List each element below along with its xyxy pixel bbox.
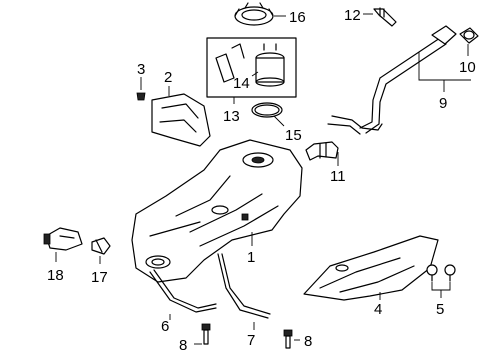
vent-valve-part bbox=[373, 7, 397, 27]
callout-8-left: 8 bbox=[179, 337, 187, 354]
callout-18: 18 bbox=[47, 267, 64, 284]
lock-ring-part bbox=[234, 2, 274, 26]
callout-10: 10 bbox=[459, 59, 476, 76]
callout-2: 2 bbox=[164, 69, 172, 86]
callout-12: 12 bbox=[344, 7, 361, 24]
bolt-part bbox=[283, 329, 293, 349]
callout-1: 1 bbox=[247, 249, 255, 266]
callout-4: 4 bbox=[374, 301, 382, 318]
bolt-part bbox=[201, 323, 211, 345]
callout-16: 16 bbox=[289, 9, 306, 26]
fuel-pump-part bbox=[215, 43, 285, 87]
callout-9: 9 bbox=[439, 95, 447, 112]
callout-6: 6 bbox=[161, 318, 169, 335]
callout-17: 17 bbox=[91, 269, 108, 286]
seal-ring-part bbox=[251, 102, 283, 118]
callout-13: 13 bbox=[223, 108, 240, 125]
fuel-tank-part bbox=[131, 139, 303, 283]
filler-cap-part bbox=[459, 27, 479, 44]
strap-6-part bbox=[149, 271, 217, 313]
callout-7: 7 bbox=[247, 332, 255, 349]
heat-shield-part bbox=[151, 93, 211, 147]
filler-hose-part bbox=[305, 141, 339, 161]
bracket-17-part bbox=[91, 237, 111, 255]
clip-part bbox=[136, 92, 146, 101]
callout-11: 11 bbox=[330, 168, 346, 185]
lower-heat-shield-part bbox=[303, 235, 439, 301]
pump-module-box bbox=[206, 37, 297, 98]
callout-5: 5 bbox=[436, 301, 444, 318]
callout-8-right: 8 bbox=[304, 333, 312, 350]
callout-14: 14 bbox=[233, 75, 250, 92]
bracket-18-part bbox=[43, 227, 83, 251]
push-pin-part bbox=[426, 264, 456, 282]
callout-3: 3 bbox=[137, 61, 145, 78]
filler-pipe-part bbox=[327, 25, 457, 135]
strap-7-part bbox=[217, 253, 269, 319]
callout-15: 15 bbox=[285, 127, 302, 144]
